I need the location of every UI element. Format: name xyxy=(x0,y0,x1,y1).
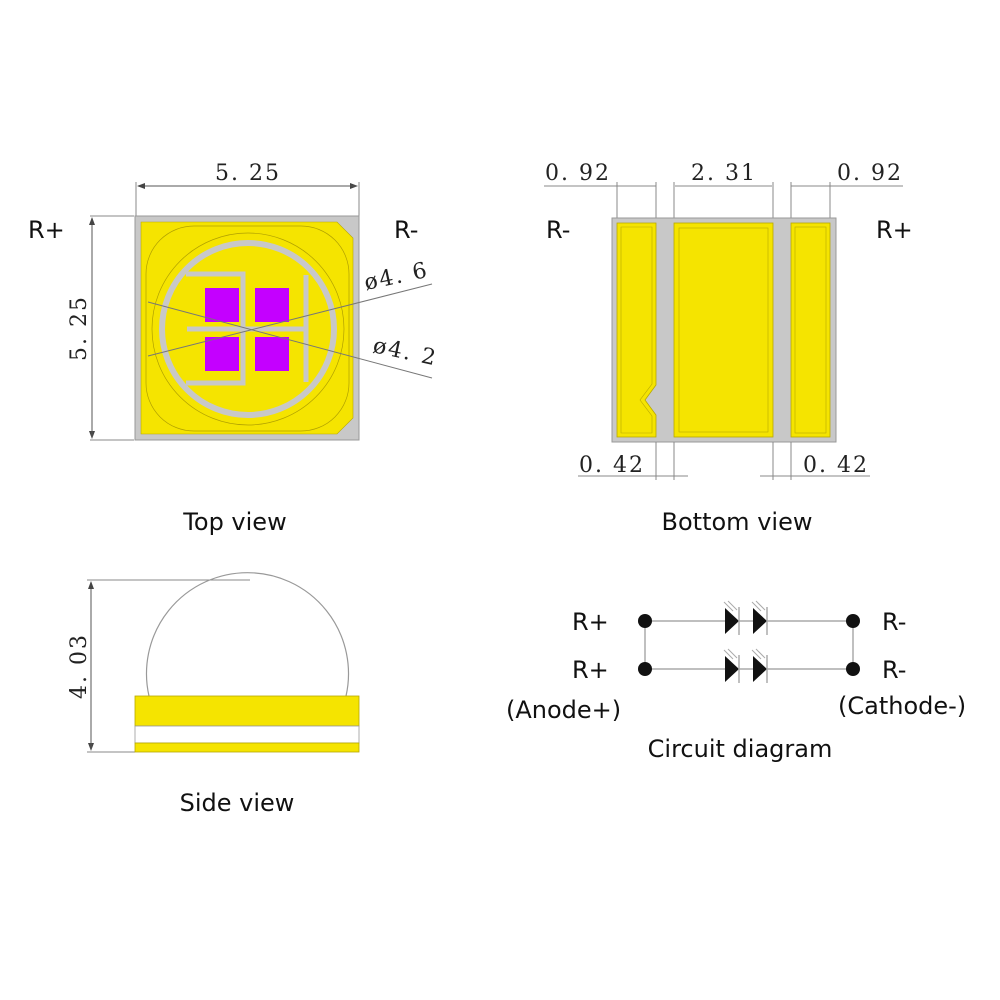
right-pad-width-value: 0. 92 xyxy=(837,161,903,186)
left-gap-value: 0. 42 xyxy=(579,453,645,478)
side-substrate-middle xyxy=(134,725,360,744)
bottom-view-caption: Bottom view xyxy=(662,508,813,536)
inner-diameter-value: ø4. 2 xyxy=(371,333,440,371)
led-symbol xyxy=(751,600,768,635)
circuit-caption: Circuit diagram xyxy=(648,735,833,763)
side-substrate-bottom xyxy=(134,742,360,753)
circuit-row1-left: R+ xyxy=(572,608,609,636)
side-height-value: 4. 03 xyxy=(67,633,92,699)
terminal-dot xyxy=(638,662,652,676)
top-height-value: 5. 25 xyxy=(67,295,92,361)
terminal-dot xyxy=(846,662,860,676)
led-symbol xyxy=(723,648,740,683)
led-chip xyxy=(205,288,239,322)
top-width-dimension: 5. 25 xyxy=(135,161,360,216)
top-height-dimension: 5. 25 xyxy=(67,215,134,441)
side-view: 4. 03 Side view xyxy=(67,572,360,817)
top-width-value: 5. 25 xyxy=(215,161,281,186)
led-symbol xyxy=(751,648,768,683)
bottom-pad-right xyxy=(790,222,831,438)
circuit-row2-left: R+ xyxy=(572,656,609,684)
circuit-diagram: R+ R- R+ R- (Anode+) (Cathode xyxy=(506,600,966,763)
top-label-r-plus: R+ xyxy=(28,216,65,244)
bottom-view: 0. 92 2. 31 0. 92 R- R+ 0. 42 0. 42 Bott… xyxy=(544,161,913,536)
anode-label: (Anode+) xyxy=(506,696,621,724)
side-substrate-top xyxy=(134,695,360,727)
outer-diameter-value: ø4. 6 xyxy=(362,258,431,296)
led-symbol xyxy=(723,600,740,635)
led-chip xyxy=(255,288,289,322)
bottom-pad-left xyxy=(616,222,657,438)
top-view-caption: Top view xyxy=(182,508,286,536)
circuit-row2-right: R- xyxy=(882,656,906,684)
right-gap-value: 0. 42 xyxy=(803,453,869,478)
led-chips xyxy=(205,288,289,371)
circuit-row1-right: R- xyxy=(882,608,906,636)
top-label-r-minus: R- xyxy=(394,216,418,244)
led-chip xyxy=(255,337,289,371)
led-chip xyxy=(205,337,239,371)
terminal-dot xyxy=(638,614,652,628)
bottom-pad-center xyxy=(673,222,774,438)
bottom-label-r-minus: R- xyxy=(546,216,570,244)
side-view-caption: Side view xyxy=(180,789,295,817)
center-pad-width-value: 2. 31 xyxy=(691,161,757,186)
cathode-label: (Cathode-) xyxy=(838,692,966,720)
terminal-dot xyxy=(846,614,860,628)
left-pad-width-value: 0. 92 xyxy=(545,161,611,186)
dome-lens xyxy=(145,572,350,697)
bottom-label-r-plus: R+ xyxy=(876,216,913,244)
top-view: 5. 25 5. 25 R+ R- xyxy=(28,161,440,536)
